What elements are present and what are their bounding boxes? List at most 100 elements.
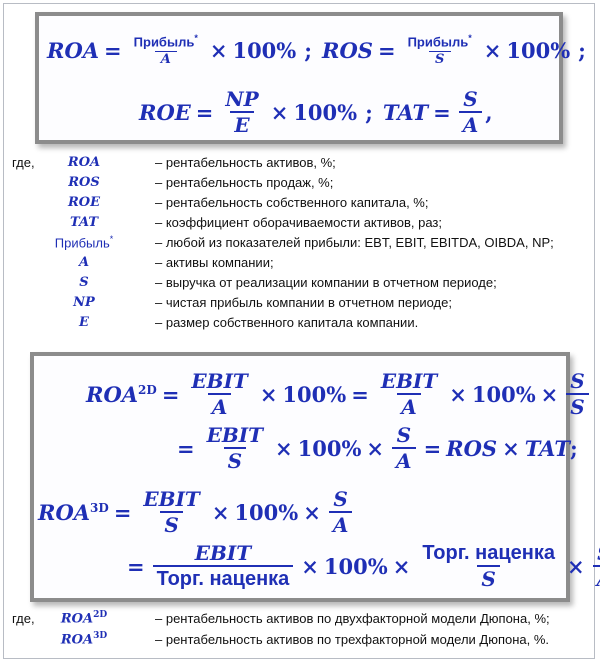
roa-label: ROA (86, 381, 139, 407)
percent-sign: % (341, 435, 362, 461)
percent-sign: % (367, 553, 388, 579)
asterisk: * (468, 33, 472, 43)
legend-basic: где, ROA – рентабельность активов, %; RO… (12, 152, 592, 342)
times-sign: × (483, 37, 502, 63)
numerator: S (593, 542, 600, 565)
numerator: S (570, 369, 585, 393)
percent-sign: % (276, 37, 297, 63)
numerator: Прибыль* (130, 33, 202, 51)
denominator: E (230, 111, 254, 136)
legend-description: – рентабельность собственного капитала, … (155, 194, 429, 210)
fraction-ebit-over-s: EBIT S (203, 424, 267, 472)
numerator: EBIT (380, 369, 438, 393)
legend-description: – рентабельность активов по двухфакторно… (155, 610, 550, 626)
fraction-profit-over-s: Прибыль* S (404, 33, 476, 67)
profit-label: Прибыль (407, 34, 469, 50)
denominator: A (392, 447, 416, 472)
formula-box-dupont: ROA2D = EBIT A × 100% = EBIT A × 100% × … (30, 352, 600, 602)
superscript-2d: 2D (138, 382, 157, 397)
times-sign: × (275, 435, 293, 461)
denominator: S (223, 447, 247, 472)
numerator: EBIT (191, 369, 248, 393)
ros-symbol: ROS (322, 37, 373, 63)
percent-sign: % (337, 99, 358, 125)
numerator: S (333, 487, 348, 511)
asterisk: * (109, 233, 114, 244)
equals-sign: = (161, 381, 180, 407)
hundred: 100 (471, 381, 516, 407)
equals-sign: = (195, 99, 214, 125)
legend-symbol: S (79, 274, 89, 290)
times-sign: × (301, 553, 319, 579)
formula-roa-2d-line2: = EBIT S × 100% × S A = ROS × TAT; (172, 424, 578, 472)
hundred: 100 (234, 499, 279, 525)
legend-symbol: Прибыль* (24, 234, 144, 250)
fraction-s-over-a: S A (328, 487, 353, 536)
legend-description: – размер собственного капитала компании. (155, 314, 419, 330)
legend-dupont: где, ROA2D – рентабельность активов по д… (12, 608, 592, 652)
legend-description: – выручка от реализации компании в отчет… (155, 274, 497, 290)
fraction-ebit-over-a: EBIT A (187, 370, 251, 418)
formula-roa-ros: ROA = Прибыль* A × 100% ; ROS = Прибыль*… (47, 33, 596, 67)
profit-label: Прибыль (133, 34, 195, 50)
denominator: A (154, 50, 177, 67)
hundred: 100 (323, 553, 368, 579)
times-sign: × (211, 499, 230, 525)
hundred: 100 (297, 435, 342, 461)
equals-sign: = (127, 553, 145, 579)
legend-description: – рентабельность продаж, %; (155, 174, 334, 190)
fraction-s-over-a: S A (592, 542, 600, 590)
semicolon: ; (578, 37, 586, 63)
legend-symbol: ROA (67, 154, 101, 170)
formula-roa-2d-line1: ROA2D = EBIT A × 100% = EBIT A × 100% × … (86, 370, 592, 418)
times-sign: × (540, 381, 559, 407)
denominator: S (160, 511, 183, 536)
legend-symbol: ROA3D (24, 631, 144, 647)
legend-description: – рентабельность активов, %; (155, 154, 336, 170)
fraction-np-over-e: NP E (221, 88, 262, 136)
hundred: 100 (232, 37, 277, 63)
superscript-2d: 2D (93, 609, 108, 620)
semicolon: ; (569, 435, 578, 461)
times-sign: × (259, 381, 278, 407)
denominator: A (458, 111, 483, 136)
fraction-ebit-over-s: EBIT S (139, 488, 203, 536)
roa-label: ROA (60, 611, 94, 627)
equals-sign: = (113, 499, 132, 525)
denominator: Торг. наценка (152, 565, 294, 590)
roa-label: ROA (38, 499, 91, 525)
roa-3d-symbol: ROA3D (38, 500, 109, 525)
times-sign: × (303, 499, 321, 525)
where-label: где, (12, 154, 35, 170)
numerator: Прибыль* (404, 33, 476, 51)
numerator: EBIT (206, 423, 263, 447)
tat-symbol: TAT (524, 435, 570, 461)
denominator: S (477, 565, 500, 590)
fraction-markup-over-s: Торг. наценка S (418, 542, 559, 590)
hundred: 100 (506, 37, 551, 63)
superscript-3d: 3D (90, 500, 109, 515)
fraction-ebit-over-markup: EBIT Торг. наценка (152, 542, 294, 590)
denominator: A (397, 393, 421, 418)
percent-sign: % (278, 499, 299, 525)
equals-sign: = (177, 435, 195, 461)
fraction-ebit-over-a: EBIT A (377, 370, 441, 418)
fraction-s-over-s: S S (566, 369, 589, 418)
asterisk: * (194, 33, 198, 43)
fraction-s-over-a: S A (392, 424, 416, 472)
denominator: S (566, 393, 589, 418)
comma: , (485, 99, 493, 125)
numerator: Торг. наценка (422, 542, 555, 564)
times-sign: × (566, 553, 585, 579)
legend-description: – рентабельность активов по трехфакторно… (155, 631, 550, 647)
legend-symbol: ROE (67, 194, 101, 210)
roa-2d-symbol: ROA2D (86, 382, 157, 407)
equals-sign: = (351, 381, 369, 407)
equals-sign: = (104, 37, 122, 63)
legend-symbol: NP (73, 294, 95, 310)
fraction-s-over-a: S A (458, 88, 483, 136)
denominator: A (207, 393, 232, 418)
tat-symbol: TAT (382, 99, 429, 125)
equals-sign: = (433, 99, 451, 125)
fraction-profit-over-a: Прибыль* A (130, 33, 202, 67)
